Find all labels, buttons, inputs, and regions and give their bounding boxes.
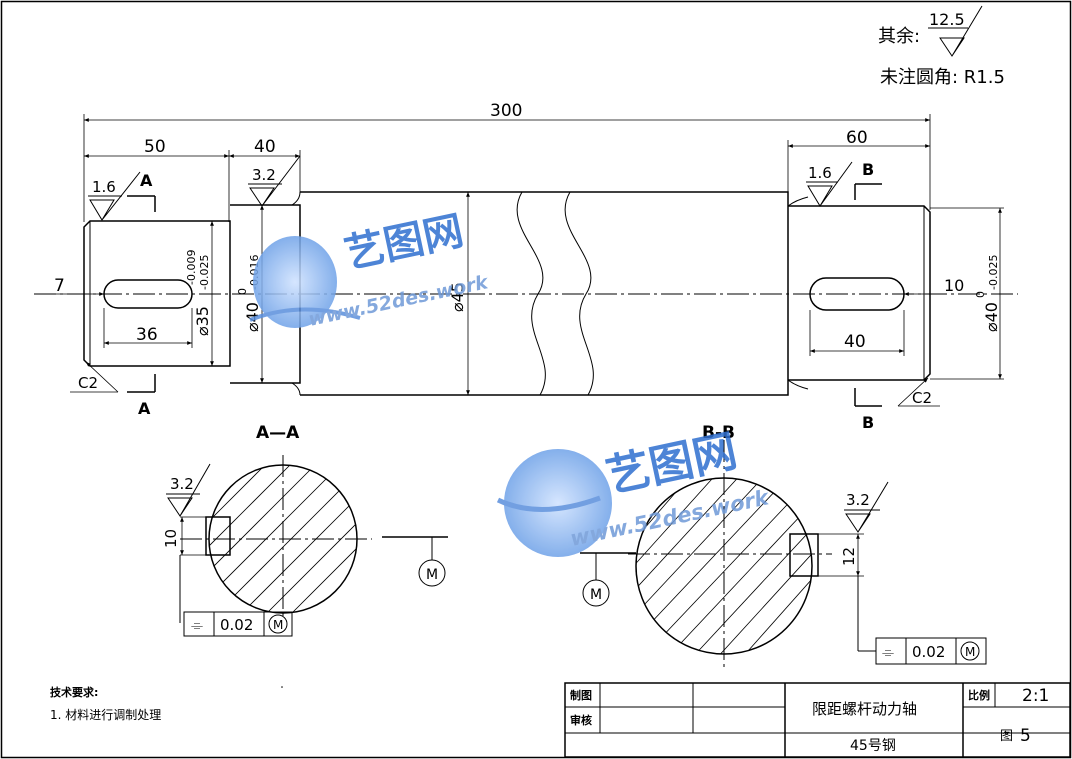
dim-left-key-offset: 7 bbox=[54, 276, 65, 296]
watermark-brand: 艺图网 bbox=[341, 208, 468, 278]
section-b-marker-bottom: B bbox=[862, 413, 874, 432]
material: 45号钢 bbox=[850, 738, 896, 754]
tech-title: 技术要求: bbox=[50, 685, 98, 699]
tolerance-b-modifier: M bbox=[965, 645, 975, 659]
roughness-symbols: 1.6 3.2 1.6 bbox=[88, 155, 853, 221]
dim-dia-middle: ⌀45 bbox=[448, 282, 467, 312]
dim-overall-length: 300 bbox=[490, 101, 522, 121]
right-journal-outline bbox=[788, 205, 931, 381]
section-b-view: B-B 12 3.2 M bbox=[580, 423, 987, 668]
shaft-main-view bbox=[34, 191, 1018, 396]
tolerance-a-value: 0.02 bbox=[220, 616, 253, 634]
section-a-keyway bbox=[205, 516, 231, 556]
title-block: 制图 审核 限距螺杆动力轴 45号钢 比例 2:1 图 5 bbox=[564, 682, 1071, 758]
scale-label: 比例 bbox=[968, 688, 990, 702]
dim-dia-left: ⌀35 bbox=[193, 306, 212, 336]
rest-roughness-value: 12.5 bbox=[929, 10, 965, 29]
tolerance-b-symbol: ⌯ bbox=[882, 643, 894, 661]
dim-right-key-length: 40 bbox=[844, 332, 866, 352]
section-b-title: B-B bbox=[702, 423, 735, 443]
section-b-keyway bbox=[789, 533, 819, 577]
roughness-left-end: 1.6 bbox=[92, 178, 116, 196]
section-markers: A A B B bbox=[127, 160, 882, 432]
roughness-second: 3.2 bbox=[252, 166, 276, 184]
watermark-brand-2: 艺图网 bbox=[602, 425, 742, 502]
rest-label: 其余: bbox=[878, 26, 920, 47]
dim-left-key-length: 36 bbox=[136, 325, 158, 345]
dim-left-segment: 50 bbox=[144, 137, 166, 157]
datum-a-label: M bbox=[426, 567, 438, 583]
tolerance-b-value: 0.02 bbox=[912, 643, 945, 661]
tech-item-1: 1. 材料进行调制处理 bbox=[50, 708, 161, 722]
dim-dia-second-upper: 0 bbox=[236, 288, 249, 295]
chamfer-left: C2 bbox=[78, 374, 98, 392]
section-a-title: A—A bbox=[256, 423, 300, 443]
middle-body-outline bbox=[300, 191, 789, 396]
checked-label: 审核 bbox=[570, 713, 592, 727]
scale-value: 2:1 bbox=[1022, 686, 1049, 706]
section-b-marker-top: B bbox=[862, 160, 874, 179]
tolerance-frame-b bbox=[875, 637, 987, 665]
watermark-globe-icon bbox=[253, 236, 337, 328]
break-line-left bbox=[516, 191, 546, 396]
fillet-note: 未注圆角: R1.5 bbox=[880, 67, 1005, 88]
tech-requirements: 技术要求: 1. 材料进行调制处理 bbox=[50, 685, 283, 722]
dim-dia-left-upper: -0.009 bbox=[185, 250, 198, 285]
dim-right-segment: 60 bbox=[846, 128, 868, 148]
roughness-section-b: 3.2 bbox=[846, 491, 870, 509]
datum-b-label: M bbox=[590, 587, 602, 603]
section-a-key-width: 10 bbox=[162, 529, 180, 548]
rest-roughness-icon bbox=[928, 5, 983, 57]
dim-dia-right: ⌀40 bbox=[982, 302, 1001, 332]
section-b-key-depth: 12 bbox=[840, 547, 858, 566]
dim-second-segment: 40 bbox=[254, 137, 276, 157]
roughness-section-a: 3.2 bbox=[170, 475, 194, 493]
dim-right-key-offset: 10 bbox=[944, 276, 964, 295]
dimensions: 300 50 40 60 7 36 ⌀35 -0.009 -0.025 ⌀40 … bbox=[50, 101, 1004, 407]
right-keyway bbox=[809, 277, 905, 311]
datum-a-circle bbox=[418, 559, 446, 587]
dim-dia-right-lower: -0.025 bbox=[987, 255, 1000, 290]
datum-b-circle bbox=[582, 579, 610, 607]
section-a-marker-top: A bbox=[140, 171, 153, 190]
part-name: 限距螺杆动力轴 bbox=[812, 700, 917, 718]
drawn-label: 制图 bbox=[570, 688, 592, 702]
section-a-hatching bbox=[209, 465, 357, 613]
dim-dia-right-upper: 0 bbox=[974, 291, 987, 298]
tolerance-a-modifier: M bbox=[273, 618, 283, 632]
general-notes: 其余: 12.5 未注圆角: R1.5 bbox=[878, 5, 1005, 88]
break-line-right bbox=[564, 191, 594, 396]
chamfer-right: C2 bbox=[912, 389, 932, 407]
tolerance-frame-a bbox=[183, 611, 293, 637]
section-a-marker-bottom: A bbox=[138, 399, 151, 418]
section-a-view: A—A 10 3.2 M bbox=[162, 423, 448, 637]
roughness-right-end: 1.6 bbox=[808, 164, 832, 182]
dim-dia-left-lower: -0.025 bbox=[198, 255, 211, 290]
watermark-globe-icon-2 bbox=[504, 449, 612, 557]
tolerance-a-symbol: ⌯ bbox=[191, 616, 203, 634]
figure-number: 5 bbox=[1020, 726, 1031, 746]
figure-label: 图 bbox=[1000, 729, 1013, 744]
